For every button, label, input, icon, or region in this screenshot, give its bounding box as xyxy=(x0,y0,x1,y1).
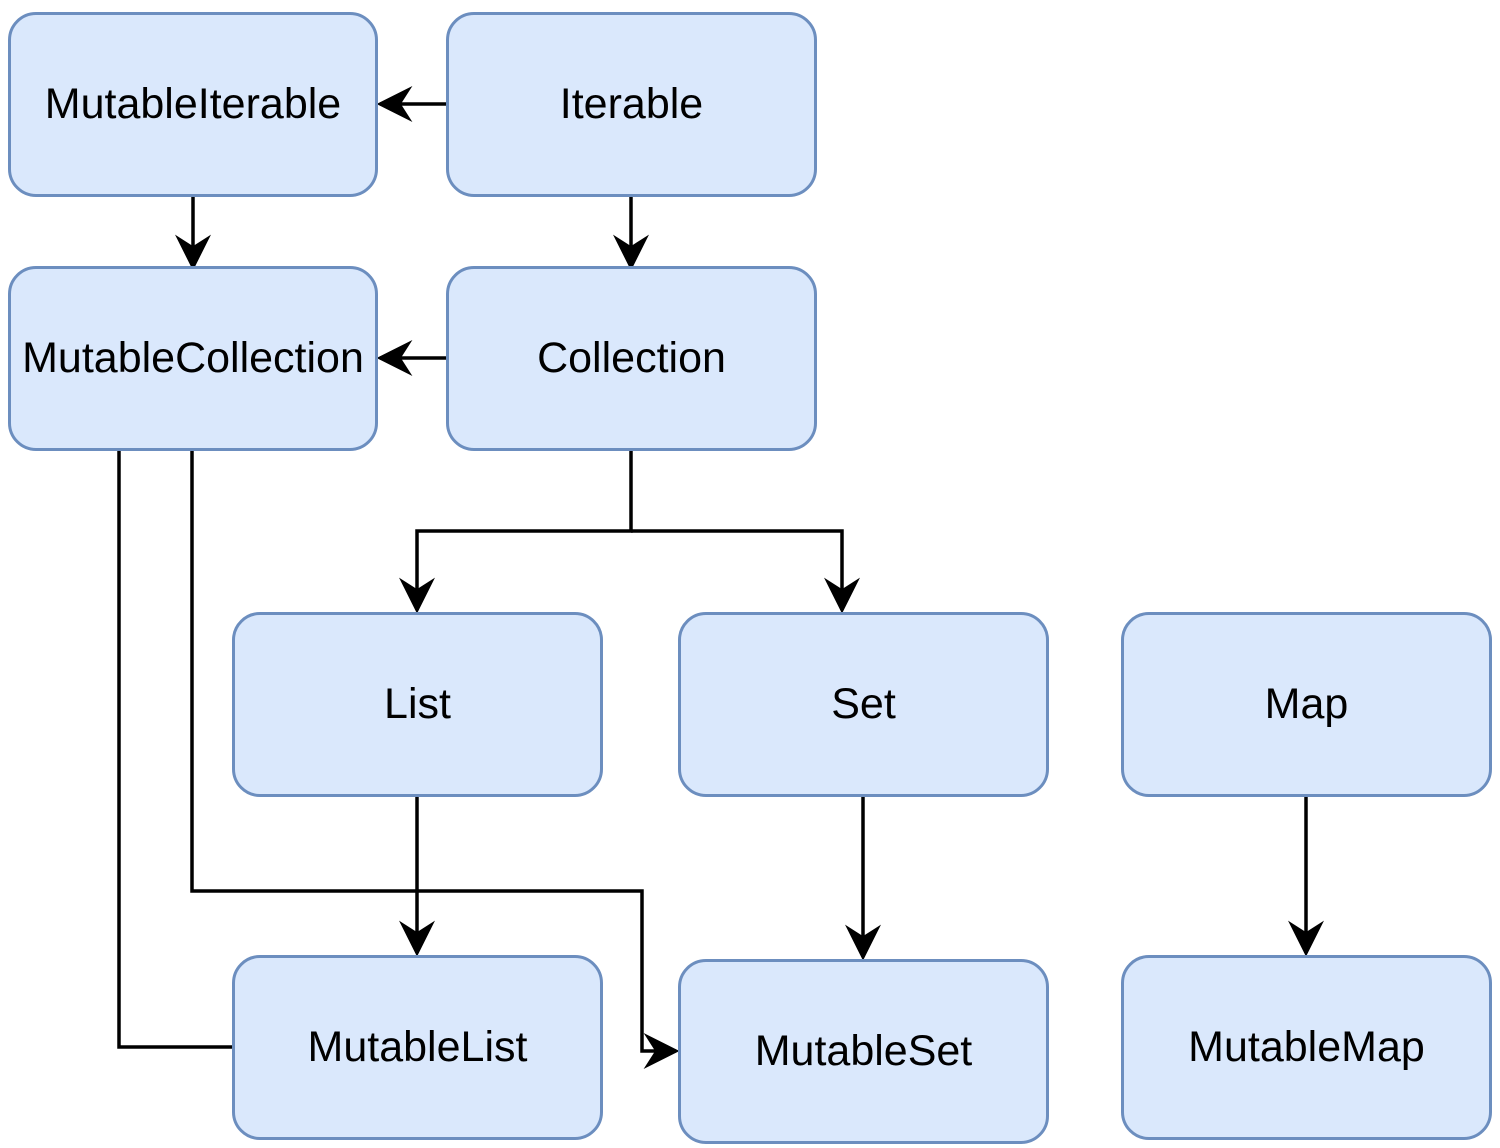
node-mutable-iterable[interactable]: MutableIterable xyxy=(8,12,378,197)
node-label: MutableIterable xyxy=(44,80,342,128)
node-map[interactable]: Map xyxy=(1121,612,1492,797)
node-label: MutableSet xyxy=(754,1027,973,1075)
edge-collection-to-set xyxy=(631,529,860,614)
node-mutable-map[interactable]: MutableMap xyxy=(1121,955,1492,1140)
node-iterable[interactable]: Iterable xyxy=(446,12,817,197)
node-list[interactable]: List xyxy=(232,612,603,797)
node-label: Collection xyxy=(537,334,726,382)
edge-mutable-collection-to-mutable-set xyxy=(190,451,680,1069)
node-set[interactable]: Set xyxy=(678,612,1049,797)
node-label: Map xyxy=(1264,680,1349,728)
edge-collection-to-list xyxy=(399,451,633,614)
node-label: MutableCollection xyxy=(22,334,364,382)
node-label: List xyxy=(384,680,451,728)
node-label: MutableMap xyxy=(1188,1023,1425,1071)
node-mutable-set[interactable]: MutableSet xyxy=(678,959,1049,1144)
node-label: MutableList xyxy=(307,1023,528,1071)
node-collection[interactable]: Collection xyxy=(446,266,817,451)
node-mutable-collection[interactable]: MutableCollection xyxy=(8,266,378,451)
node-label: Set xyxy=(831,680,896,728)
edge-mutable-collection-to-mutable-list xyxy=(117,451,232,1049)
node-mutable-list[interactable]: MutableList xyxy=(232,955,603,1140)
node-label: Iterable xyxy=(559,80,704,128)
